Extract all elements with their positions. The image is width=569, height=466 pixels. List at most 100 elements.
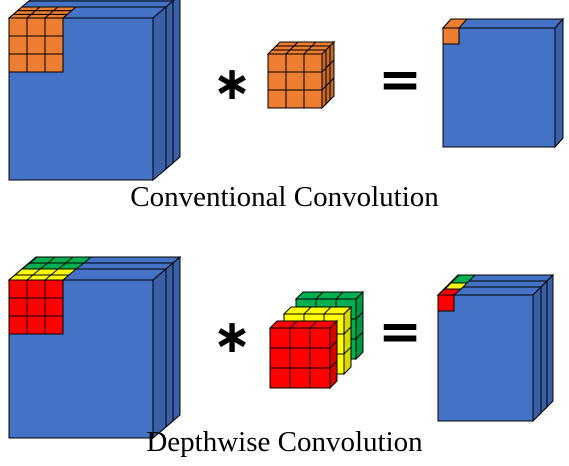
- slice-side: [329, 319, 338, 390]
- front-cell: [285, 53, 305, 73]
- slice-cell: [289, 347, 311, 369]
- front-cell: [267, 53, 287, 73]
- output-front: [442, 27, 556, 148]
- top-cell: [52, 6, 78, 12]
- red-front-cell: [26, 315, 46, 335]
- grid-line: [355, 331, 364, 340]
- depthwise-caption: Depthwise Convolution: [146, 426, 423, 458]
- conventional-input-feature-map: [7, 0, 181, 182]
- output-pixel: [441, 18, 469, 45]
- top-cell: [47, 10, 74, 15]
- slice-cell: [289, 327, 311, 349]
- front-cell: [285, 89, 305, 109]
- output-layer-front: [436, 285, 543, 423]
- front-cell: [303, 71, 323, 91]
- orange-kernel: [266, 40, 336, 110]
- red-front-cell: [8, 315, 28, 335]
- conventional-kernel-cube: [266, 40, 336, 110]
- grid-line: [57, 262, 67, 270]
- output-side: [554, 17, 564, 149]
- grid-line: [309, 320, 318, 329]
- grid-line: [335, 291, 344, 300]
- front-cell: [8, 35, 28, 55]
- front-cell: [303, 89, 323, 109]
- grid-line: [289, 320, 298, 329]
- output-pixel-column: [436, 274, 477, 312]
- input-layer-front: [7, 5, 168, 182]
- convolve-operator: ∗: [213, 309, 252, 363]
- convolve-operator: ∗: [213, 56, 252, 110]
- layer-side: [152, 5, 167, 182]
- layer-front: [437, 294, 534, 422]
- front-cell: [44, 17, 64, 37]
- equals-operator: =: [378, 302, 422, 362]
- top-cell: [43, 13, 69, 19]
- slice-cell: [309, 347, 331, 369]
- grid-line: [44, 274, 52, 281]
- slice-cell: [289, 367, 311, 389]
- equals-operator: =: [378, 50, 422, 110]
- red-front-cell: [26, 279, 46, 299]
- grid-line: [65, 256, 74, 264]
- receptive-field-patch: [7, 6, 78, 73]
- grid-line: [32, 268, 41, 276]
- front-cell: [442, 27, 460, 45]
- red-front-cell: [8, 279, 28, 299]
- slice-cell: [269, 327, 291, 349]
- front-cell: [44, 35, 64, 55]
- front-cell: [26, 53, 46, 73]
- red-front-cell: [44, 315, 64, 335]
- receptive-field-patch: [7, 256, 93, 335]
- yellow-top-strip: [13, 268, 78, 276]
- red-front-cell: [44, 297, 64, 317]
- conventional-caption: Conventional Convolution: [130, 181, 439, 213]
- slice-top: [282, 306, 353, 315]
- yellow-top-strip: [7, 274, 71, 281]
- front-cell: [285, 71, 305, 91]
- slice-cell: [309, 367, 331, 389]
- red-front-cell: [26, 297, 46, 317]
- orange-patch: [7, 6, 78, 73]
- grid-line: [26, 274, 34, 281]
- red-front-cell: [8, 297, 28, 317]
- slice-top: [294, 291, 365, 300]
- red-kernel-slice: [268, 319, 339, 390]
- slice-cell: [309, 327, 331, 349]
- grid-line: [355, 311, 364, 320]
- depthwise-kernel-slices: [268, 290, 365, 390]
- front-cell: [8, 53, 28, 73]
- slice-side: [355, 290, 364, 361]
- slice-top: [268, 320, 339, 329]
- grid-line: [329, 360, 338, 369]
- grid-line: [39, 262, 49, 270]
- depthwise-input-feature-map: [7, 255, 182, 440]
- grid-line: [47, 256, 56, 264]
- side-cell: [329, 76, 335, 102]
- red-output-pixel: [437, 294, 455, 312]
- front-cell: [8, 17, 28, 37]
- grid-line: [315, 291, 324, 300]
- front-cell: [26, 35, 46, 55]
- front-cell: [26, 17, 46, 37]
- grid-line: [50, 268, 59, 276]
- grid-line: [323, 306, 332, 315]
- slice-side: [343, 305, 352, 376]
- grid-line: [303, 306, 312, 315]
- front-cell: [267, 71, 287, 91]
- conventional-output-feature-map: [441, 17, 565, 149]
- side-cell: [321, 84, 327, 110]
- depthwise-output-feature-map: [436, 273, 555, 423]
- layer-side: [152, 267, 167, 440]
- green-top-strip: [20, 262, 86, 270]
- orange-output-pixel: [441, 18, 469, 45]
- front-cell: [267, 89, 287, 109]
- layer-side: [532, 285, 542, 423]
- grid-line: [343, 326, 352, 335]
- green-top-strip: [28, 256, 93, 264]
- front-cell: [303, 53, 323, 73]
- slice-cell: [269, 347, 291, 369]
- grid-line: [343, 346, 352, 355]
- front-cell: [44, 53, 64, 73]
